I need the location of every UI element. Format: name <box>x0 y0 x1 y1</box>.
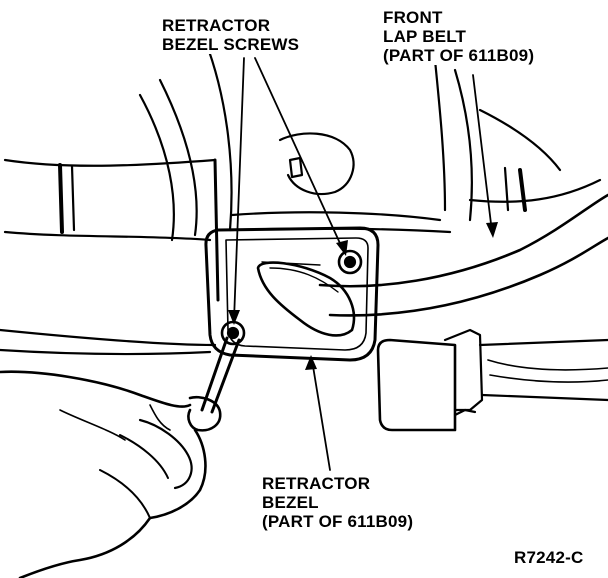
leader-to-lap-belt <box>472 74 493 233</box>
label-retractor-bezel: RETRACTOR BEZEL (PART OF 611B09) <box>262 474 414 531</box>
label-line: (PART OF 611B09) <box>262 512 414 531</box>
seat-bracket <box>228 58 602 234</box>
leader-to-upper-screw <box>254 57 345 253</box>
leader-to-lower-screw <box>233 57 245 321</box>
arrowhead-bezel <box>305 355 317 370</box>
lap-belt-webbing <box>318 193 608 317</box>
belt-buckle-connector <box>376 328 608 432</box>
label-line: RETRACTOR <box>262 474 371 493</box>
bezel-screw-upper <box>337 249 363 275</box>
arrowhead-lower-screw <box>228 310 240 325</box>
label-line: BEZEL SCREWS <box>162 35 300 54</box>
arrowheads <box>228 222 498 370</box>
label-line: (PART OF 611B09) <box>383 46 535 65</box>
label-retractor-bezel-screws: RETRACTOR BEZEL SCREWS <box>162 16 300 54</box>
leader-to-bezel <box>311 359 331 471</box>
figure-code: R7242-C <box>514 548 584 567</box>
technician-hand <box>0 370 222 578</box>
label-line: LAP BELT <box>383 27 467 46</box>
screwdriver-tool <box>200 336 241 414</box>
leader-lines <box>233 57 493 471</box>
label-line: FRONT <box>383 8 443 27</box>
label-line: BEZEL <box>262 493 319 512</box>
retractor-bezel-shape <box>204 226 380 362</box>
seat-outline <box>0 38 233 356</box>
label-front-lap-belt: FRONT LAP BELT (PART OF 611B09) <box>383 8 535 65</box>
arrowhead-upper-screw <box>336 240 348 256</box>
arrowhead-lap-belt <box>486 222 498 238</box>
label-line: RETRACTOR <box>162 16 271 35</box>
